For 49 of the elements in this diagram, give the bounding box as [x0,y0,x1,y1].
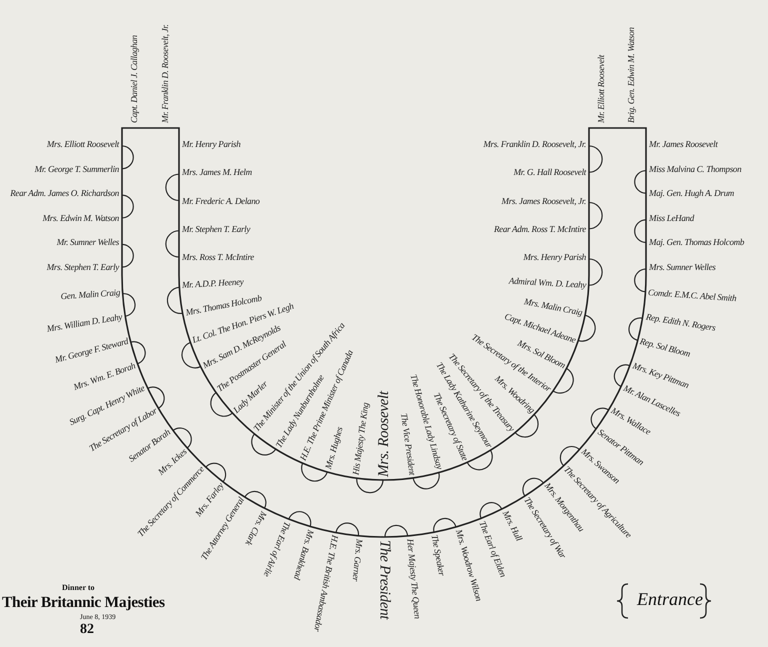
guest-name: Mrs. Sumner Welles [649,263,716,274]
subtitle-text: Dinner to [62,584,95,593]
guest-name: Mrs. Ross T. McIntire [182,253,254,263]
guest-name: Miss Malvina C. Thompson [649,164,742,175]
guest-name: Mr. George T. Summerlin [34,164,119,175]
guest-name: Mrs. Edwin M. Watson [42,214,119,224]
guest-name: Mr. Henry Parish [182,140,240,150]
guest-name: Mrs. Malin Craig [523,298,584,319]
guest-name: Miss LeHand [649,214,694,224]
guest-name: Mrs. Hughes [324,426,346,471]
guest-name: Rep. Sol Bloom [639,337,692,360]
guest-name: Rear Adm. Ross T. McIntire [494,224,586,235]
guest-name: His Majesty The King [351,402,372,476]
guest-name: Admiral Wm. D. Leahy [508,276,586,291]
guest-name: Mrs. Garner [350,538,364,582]
title-text: Their Britannic Majesties [2,594,165,612]
guest-name: The Speaker [428,534,446,577]
guest-name: Rep. Edith N. Rogers [644,312,716,334]
guest-name: Mr. James Roosevelt [649,140,718,150]
guest-name: Mr. A.D.P. Heeney [182,278,244,291]
guest-name: Comdr. E.M.C. Abel Smith [648,288,737,304]
guest-name: The Vice President [398,412,417,476]
guest-name: Mr. Franklin D. Roosevelt, Jr. [161,24,171,123]
guest-name: Gen. Malin Craig [60,288,120,302]
guest-name: Mr. Sumner Welles [56,238,119,248]
guest-name: Mr. George F. Steward [54,337,129,365]
guest-name: Capt. Daniel J. Callaghan [130,35,140,123]
guest-name: Mr. G. Hall Roosevelt [514,168,586,178]
entrance-label: Entrance [637,590,703,610]
guest-name: Her Majesty The Queen [404,538,422,619]
page-number: 82 [80,622,94,638]
guest-name: Mrs. William D. Leahy [46,312,124,335]
guest-name: Rear Adm. James O. Richardson [10,189,119,200]
guest-name: Mrs. James M. Helm [182,168,252,178]
guest-name: Maj. Gen. Thomas Holcomb [649,238,744,248]
guest-name: Brig. Gen. Edwin M. Watson [627,27,637,123]
guest-name: Maj. Gen. Hugh A. Drum [649,189,734,200]
guest-name: Mr. Elliott Roosevelt [597,55,607,123]
guest-name: Mrs. Ickes [156,447,188,477]
guest-name: Mrs. Elliott Roosevelt [46,140,119,150]
guest-name: Mrs. Roosevelt [376,391,392,477]
guest-name: Mrs. Stephen T. Early [46,263,119,274]
guest-name: Mrs. James Roosevelt, Jr. [502,196,586,206]
guest-name: The President [376,540,392,620]
guest-name: Mrs. Henry Parish [523,253,586,263]
guest-name: Mr. Frederic A. Delano [182,196,260,206]
guest-name: Mrs. Franklin D. Roosevelt, Jr. [483,140,586,150]
guest-name: Mr. Stephen T. Early [182,224,250,235]
guest-name: Mrs. Key Pittman [632,361,690,390]
